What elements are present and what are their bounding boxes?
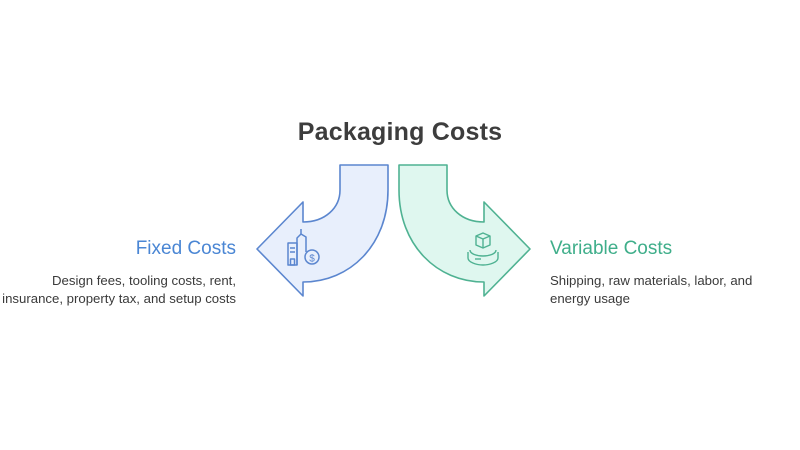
diagram-title: Packaging Costs [297,118,503,146]
fixed-costs-arrow [256,164,389,297]
fixed-costs-heading: Fixed Costs [135,238,236,259]
building-dollar-icon: $ [287,229,320,266]
svg-text:$: $ [309,254,315,265]
variable-costs-description: Shipping, raw materials, labor, and ener… [550,273,753,306]
fixed-costs-block: Fixed Costs Design fees, tooling costs, … [0,236,236,307]
package-conveyor-icon [467,232,499,266]
fixed-costs-description: Design fees, tooling costs, rent, insura… [2,273,236,306]
variable-costs-heading: Variable Costs [550,238,673,259]
variable-costs-block: Variable Costs Shipping, raw materials, … [550,236,790,307]
variable-costs-arrow [398,164,531,297]
